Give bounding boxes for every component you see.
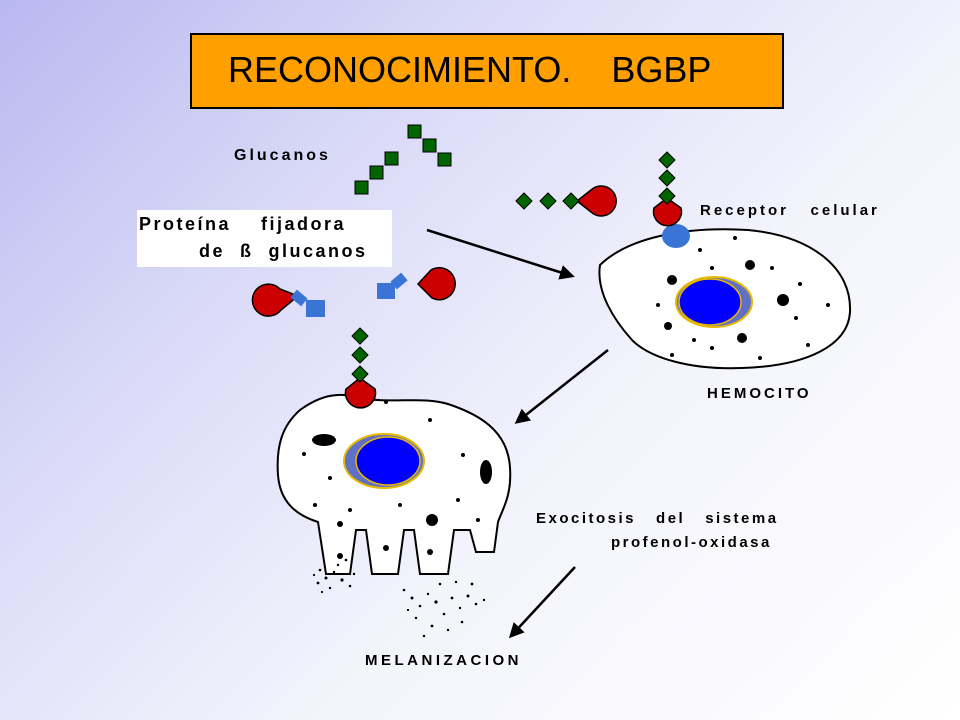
bgbp-glucan-complex xyxy=(515,185,617,217)
activated-hemocyte xyxy=(276,327,512,638)
arrow-to-activated-cell xyxy=(514,349,609,424)
label-melanizacion: MELANIZACION xyxy=(365,652,522,669)
activated-bgbp-complex xyxy=(344,327,377,409)
label-bgbp-line1: Proteína fijadora xyxy=(139,214,347,234)
hemocito-cell xyxy=(598,151,852,370)
label-bgbp-line2: de ß glucanos xyxy=(199,241,368,261)
hemocito-nucleus xyxy=(675,276,753,328)
slide-title: RECONOCIMIENTO. BGBP xyxy=(228,49,712,90)
receptor-bgbp-complex xyxy=(652,151,690,248)
glucan-chain-1 xyxy=(354,151,399,195)
label-exocitosis-line2: profenol-oxidasa xyxy=(611,534,772,551)
label-receptor: Receptor celular xyxy=(700,202,880,219)
hemocito-granules xyxy=(656,236,830,360)
bgbp-label-box: Proteína fijadora de ß glucanos xyxy=(137,210,392,267)
activated-nucleus xyxy=(343,433,425,489)
activated-granules xyxy=(302,400,492,559)
bgbp-protein-2 xyxy=(377,267,456,301)
title-box: RECONOCIMIENTO. BGBP xyxy=(190,33,784,109)
arrow-to-hemocito xyxy=(426,228,575,280)
arrow-to-melanizacion xyxy=(508,566,576,639)
label-hemocito: HEMOCITO xyxy=(707,385,812,402)
bgbp-protein-1 xyxy=(251,283,325,317)
label-exocitosis-line1: Exocitosis del sistema xyxy=(536,510,779,527)
glucan-chain-2 xyxy=(407,124,452,167)
exocytosis-particles xyxy=(312,558,486,638)
label-glucanos: Glucanos xyxy=(234,147,331,164)
